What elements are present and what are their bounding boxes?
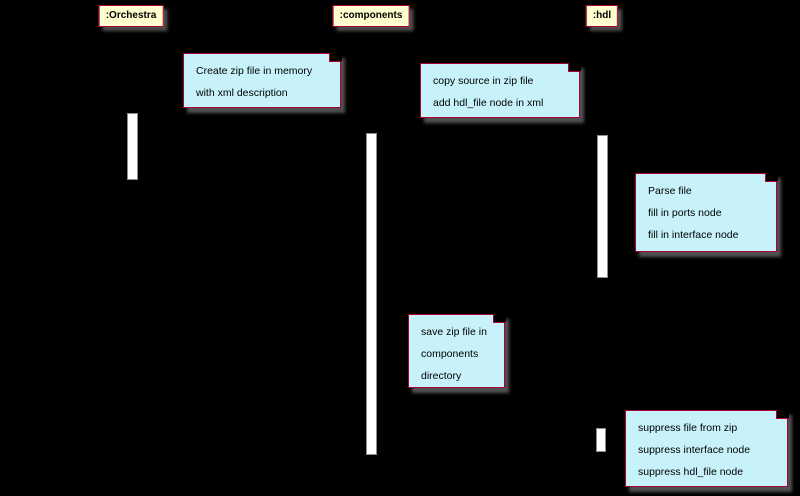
note-fold-icon <box>328 52 342 62</box>
activation-bar-components <box>366 133 377 455</box>
note-line: copy source in zip file <box>433 75 534 87</box>
note-line: Parse file <box>648 185 692 197</box>
note-line: fill in ports node <box>648 207 722 219</box>
participant-hdl: :hdl <box>585 5 619 27</box>
activation-bar-hdl-parse <box>597 135 608 278</box>
note-copy-source: copy source in zip file add hdl_file nod… <box>420 62 581 118</box>
note-save-zip-file: save zip file in components directory <box>408 313 506 388</box>
note-create-zip-file: Create zip file in memory with xml descr… <box>183 52 342 108</box>
note-line: add hdl_file node in xml <box>433 97 544 109</box>
note-line: suppress interface node <box>638 444 751 456</box>
participant-hdl-label: :hdl <box>592 10 612 21</box>
note-parse-file: Parse file fill in ports node fill in in… <box>635 172 778 252</box>
note-fold-icon <box>764 172 778 182</box>
note-line: with xml description <box>196 87 288 99</box>
participant-orchestra-label: :Orchestra <box>105 10 157 21</box>
note-fold-icon <box>567 62 581 72</box>
participant-orchestra: :Orchestra <box>98 5 164 27</box>
note-suppress-file: suppress file from zip suppress interfac… <box>625 409 789 487</box>
note-line: Create zip file in memory <box>196 65 313 77</box>
note-line: fill in interface node <box>648 229 739 241</box>
note-line: save zip file in <box>421 326 487 338</box>
note-line: components <box>421 348 479 360</box>
activation-bar-hdl-suppress <box>596 428 606 452</box>
activation-bar-orchestra <box>127 113 138 180</box>
note-line: suppress hdl_file node <box>638 466 744 478</box>
lifeline-orchestra <box>131 30 132 460</box>
note-line: suppress file from zip <box>638 422 738 434</box>
note-line: directory <box>421 370 462 382</box>
participant-components: :components <box>332 5 410 27</box>
participant-components-label: :components <box>339 10 403 21</box>
note-fold-icon <box>775 409 789 419</box>
note-fold-icon <box>492 313 506 323</box>
